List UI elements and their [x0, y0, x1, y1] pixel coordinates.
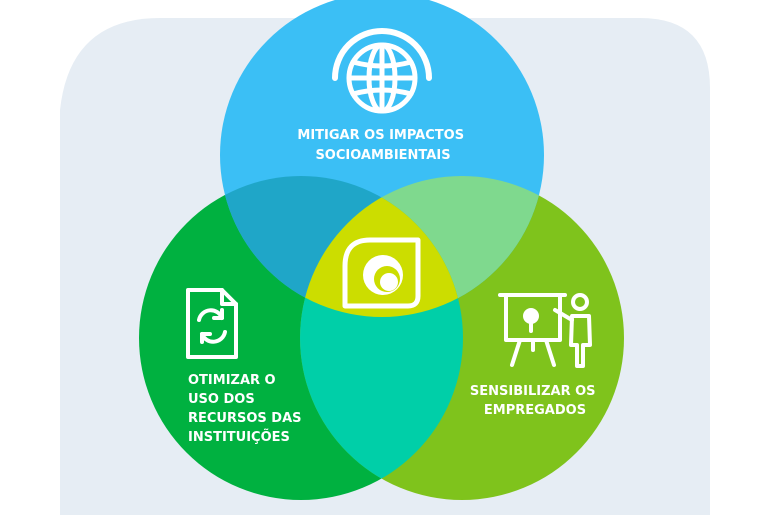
presentation-icon [498, 293, 592, 368]
right-label: SENSIBILIZAR OS EMPREGADOS [470, 384, 600, 418]
top-label: MITIGAR OS IMPACTOS SOCIOAMBIENTAIS [297, 128, 468, 163]
globe-icon [332, 28, 432, 114]
left-label: OTIMIZAR O USO DOS RECURSOS DAS INSTITUI… [188, 373, 306, 445]
logo-icon [342, 237, 421, 309]
document-refresh-icon [186, 288, 238, 359]
